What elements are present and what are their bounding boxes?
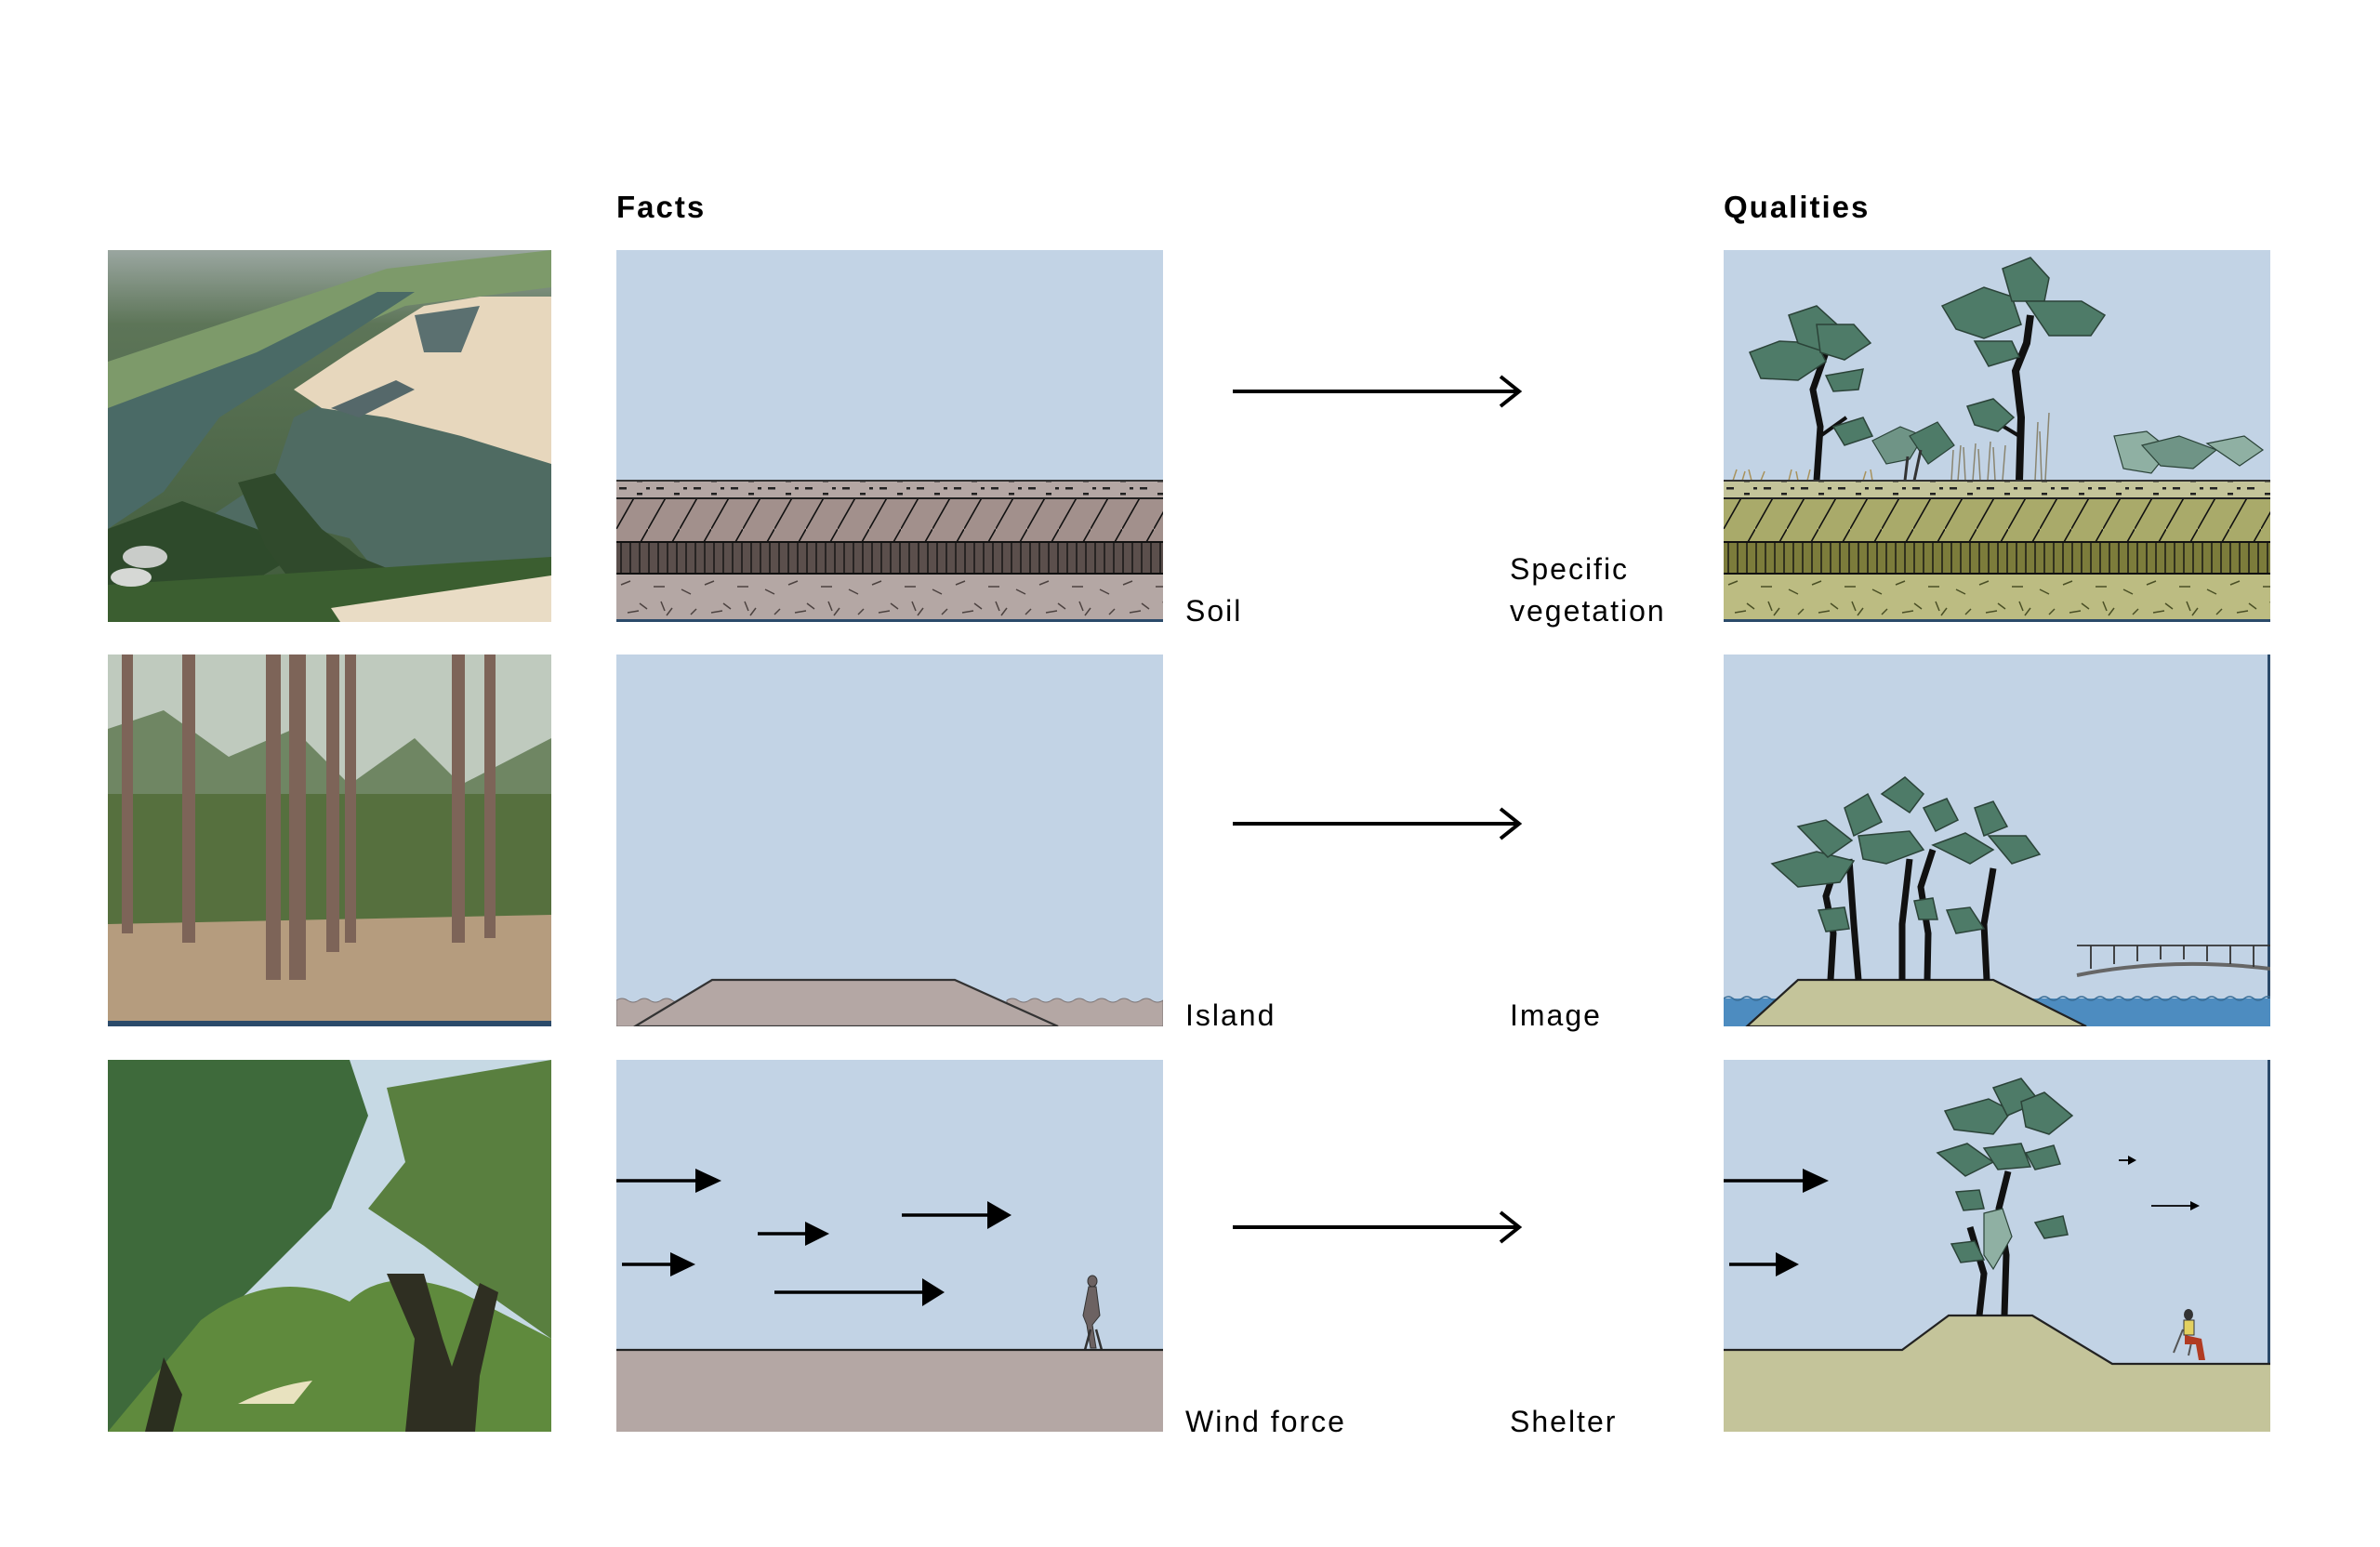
shelter-quality-diagram	[1724, 1060, 2270, 1432]
arrow-right-icon	[1233, 375, 1523, 408]
reduced-wind-arrow-icon	[2151, 1201, 2200, 1210]
sheltering-mound	[1724, 1314, 2270, 1366]
wind-arrow-icon	[1724, 1169, 1829, 1193]
footbridge-icon	[2076, 945, 2270, 977]
image-quality-diagram	[1724, 654, 2270, 1026]
quality-label-shelter: Shelter	[1510, 1405, 1618, 1438]
aerial-river-photo	[108, 250, 551, 622]
pine-tree-icon	[1749, 305, 1874, 482]
island-shape	[1745, 978, 2087, 1026]
arrow-right-icon	[1233, 807, 1523, 840]
arrow-right-icon	[1233, 1210, 1523, 1244]
island-facts-diagram	[616, 654, 1163, 1026]
reeds-icon	[1732, 412, 2050, 482]
pine-tree-icon	[1940, 257, 2107, 482]
hawthorn-path-photo	[108, 1060, 551, 1432]
quality-label-specific-vegetation-line1: Specific	[1510, 552, 1630, 586]
facts-heading: Facts	[616, 190, 707, 224]
quality-label-image: Image	[1510, 998, 1602, 1032]
wind-arrow-icon	[758, 1222, 829, 1246]
wind-arrow-icon	[902, 1201, 1012, 1229]
wind-arrow-icon	[622, 1252, 695, 1276]
pine-forest-photo	[108, 654, 551, 1026]
wind-arrow-icon	[774, 1278, 945, 1306]
wind-force-facts-diagram	[616, 1060, 1163, 1432]
pine-grove-icon	[1770, 776, 2042, 981]
quality-label-specific-vegetation-line2: vegetation	[1510, 594, 1666, 628]
wind-arrow-icon	[616, 1169, 721, 1193]
wind-arrow-icon	[1729, 1252, 1799, 1276]
fact-label-island: Island	[1185, 998, 1276, 1032]
qualities-heading: Qualities	[1724, 190, 1871, 224]
seated-person-icon	[2173, 1309, 2205, 1360]
shrub-icon	[1871, 421, 2265, 482]
pine-tree-icon	[1936, 1078, 2074, 1316]
island-shape	[632, 978, 1059, 1026]
fact-label-wind-force: Wind force	[1185, 1405, 1346, 1438]
fact-label-soil: Soil	[1185, 594, 1243, 628]
specific-vegetation-diagram	[1724, 250, 2270, 622]
walking-person-icon	[1082, 1275, 1104, 1351]
reduced-wind-arrow-icon	[2119, 1156, 2136, 1165]
soil-facts-diagram	[616, 250, 1163, 622]
